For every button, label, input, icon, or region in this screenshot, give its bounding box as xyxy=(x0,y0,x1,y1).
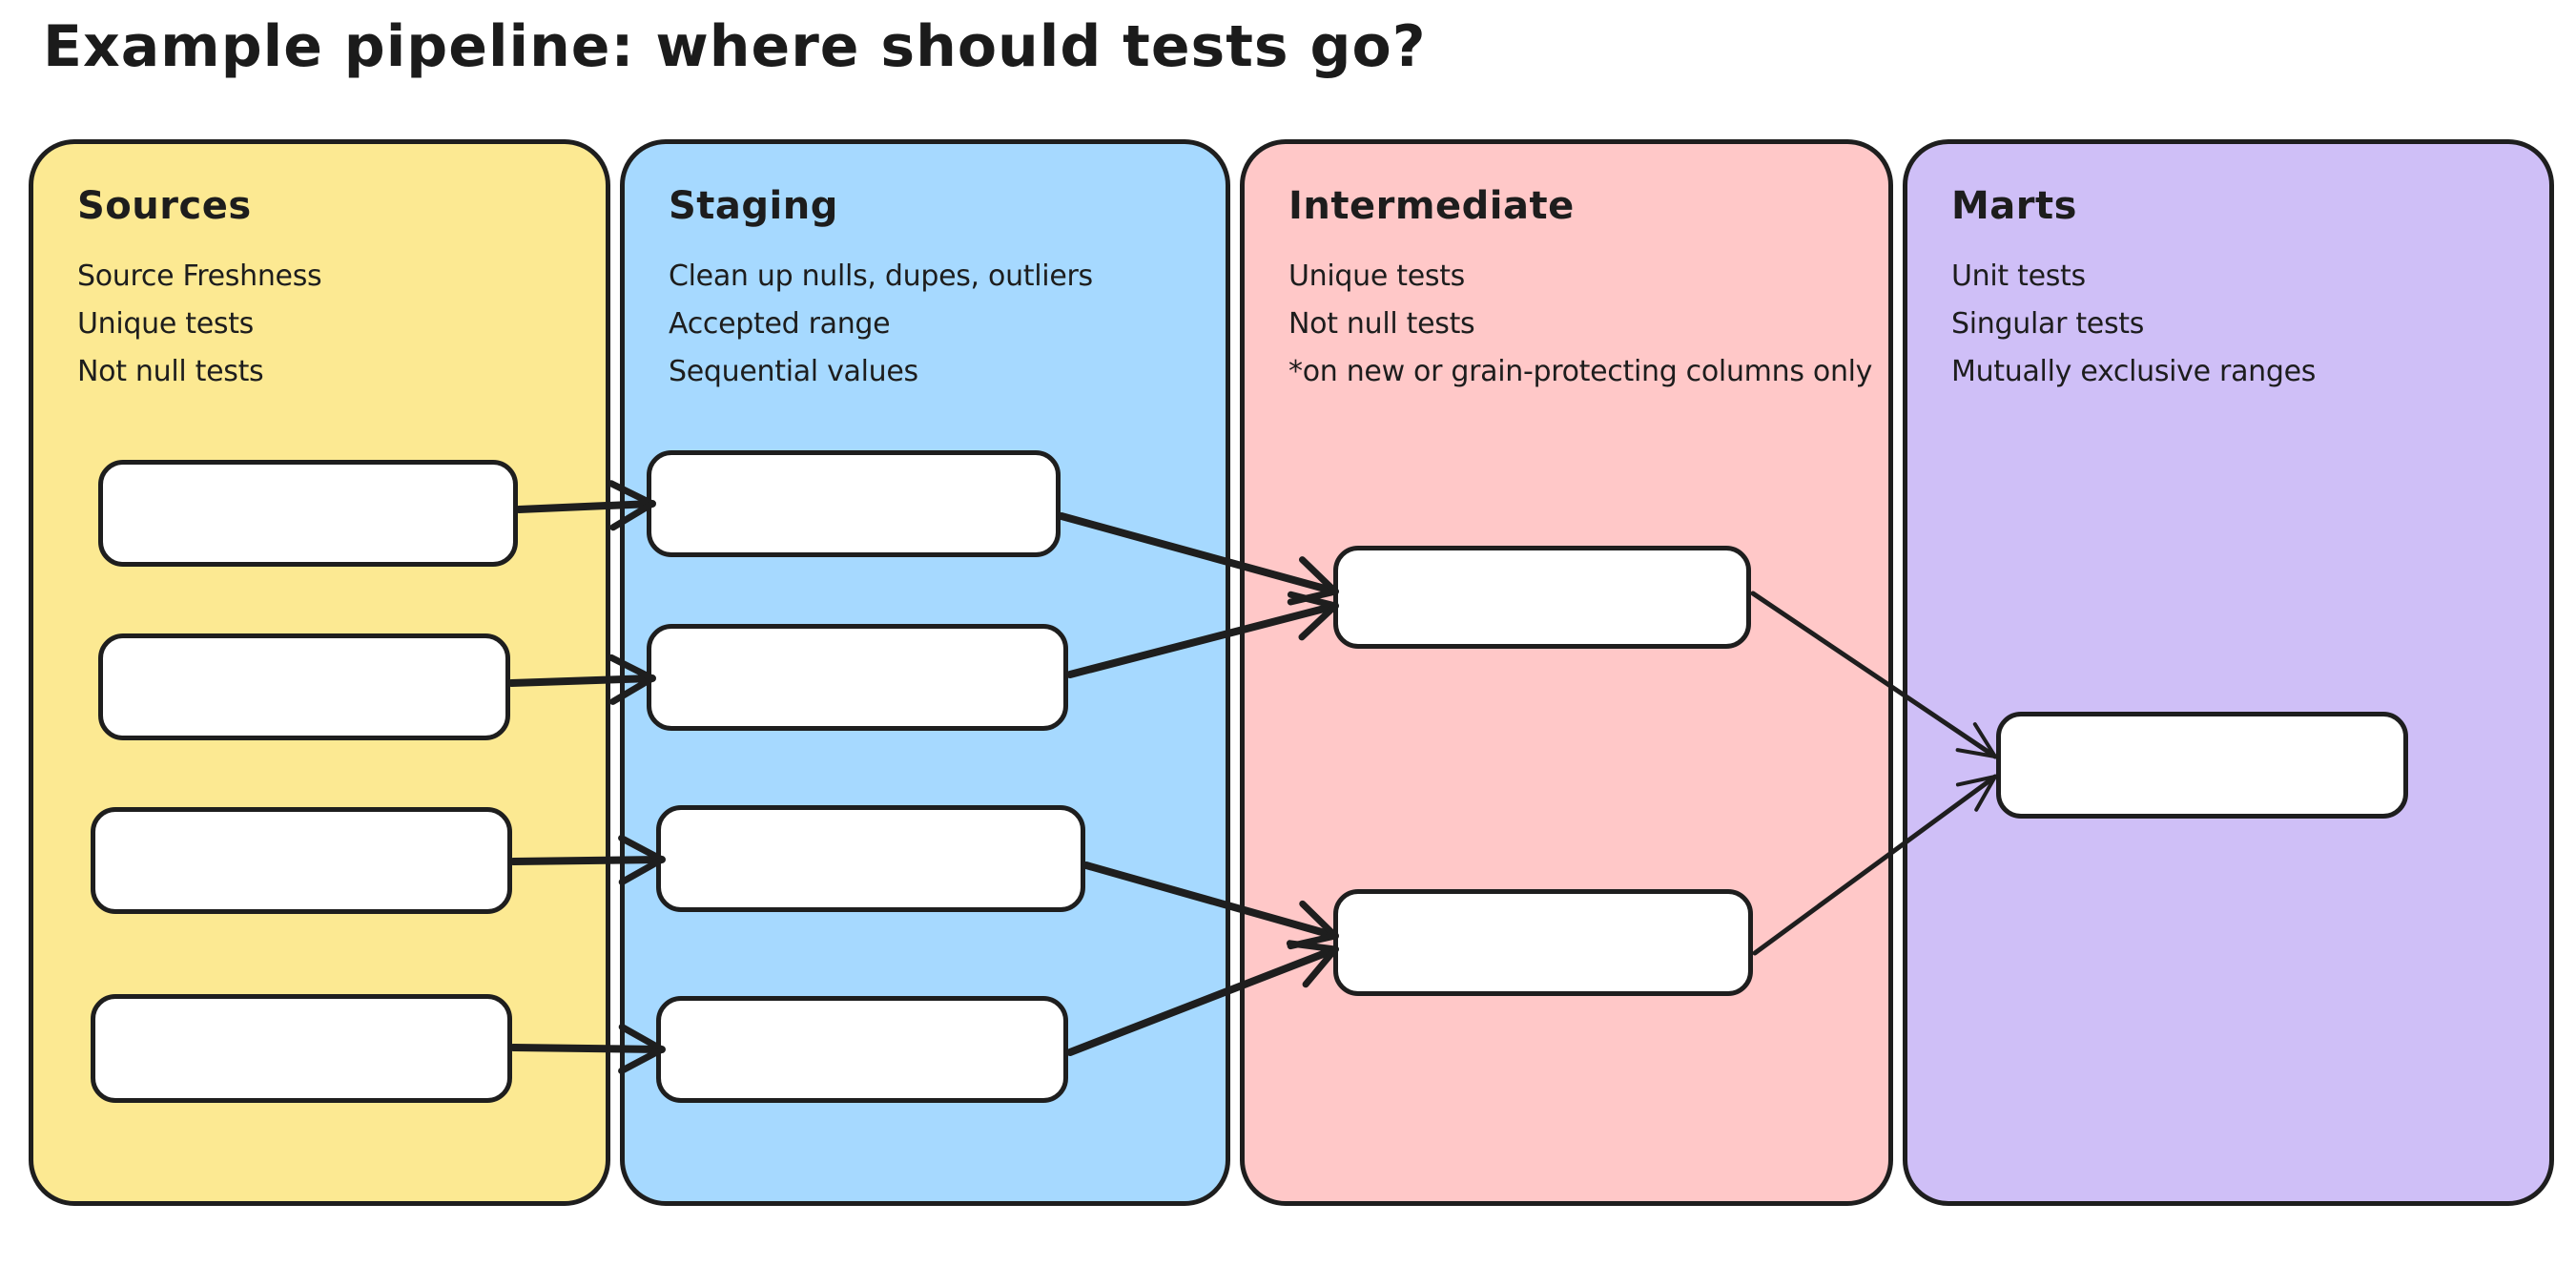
mart-1-box xyxy=(1996,712,2408,819)
panel-marts: Marts Unit tests Singular tests Mutually… xyxy=(1903,139,2554,1206)
panel-staging-notes: Clean up nulls, dupes, outliers Accepted… xyxy=(669,253,1226,396)
staging-2-box xyxy=(647,624,1068,731)
panel-sources-notes: Source Freshness Unique tests Not null t… xyxy=(77,253,606,396)
panel-marts-note-1: Unit tests xyxy=(1951,259,2086,293)
source-2-box xyxy=(98,633,510,740)
panel-marts-notes: Unit tests Singular tests Mutually exclu… xyxy=(1951,253,2549,396)
panel-intermediate-notes: Unique tests Not null tests *on new or g… xyxy=(1288,253,1888,396)
source-1-box xyxy=(98,460,518,567)
panel-marts-label: Marts xyxy=(1951,184,2077,228)
diagram-title: Example pipeline: where should tests go? xyxy=(43,13,1427,80)
panel-marts-note-2: Singular tests xyxy=(1951,307,2145,341)
staging-3-box xyxy=(656,805,1085,912)
panel-sources-note-2: Unique tests xyxy=(77,307,254,341)
panel-intermediate-note-3: *on new or grain-protecting columns only xyxy=(1288,355,1873,388)
panel-staging-note-3: Sequential values xyxy=(669,355,918,388)
panel-intermediate: Intermediate Unique tests Not null tests… xyxy=(1240,139,1893,1206)
panel-sources-note-1: Source Freshness xyxy=(77,259,322,293)
intermediate-1-box xyxy=(1333,546,1751,649)
panel-staging-label: Staging xyxy=(669,184,838,228)
source-4-box xyxy=(91,994,512,1103)
panel-staging-note-2: Accepted range xyxy=(669,307,891,341)
panel-staging-note-1: Clean up nulls, dupes, outliers xyxy=(669,259,1093,293)
panel-marts-note-3: Mutually exclusive ranges xyxy=(1951,355,2317,388)
panel-sources-label: Sources xyxy=(77,184,252,228)
source-3-box xyxy=(91,807,512,914)
staging-1-box xyxy=(647,450,1061,557)
panel-intermediate-label: Intermediate xyxy=(1288,184,1575,228)
panel-sources-note-3: Not null tests xyxy=(77,355,264,388)
intermediate-2-box xyxy=(1333,889,1753,996)
panel-intermediate-note-1: Unique tests xyxy=(1288,259,1465,293)
panel-intermediate-note-2: Not null tests xyxy=(1288,307,1475,341)
staging-4-box xyxy=(656,996,1068,1103)
